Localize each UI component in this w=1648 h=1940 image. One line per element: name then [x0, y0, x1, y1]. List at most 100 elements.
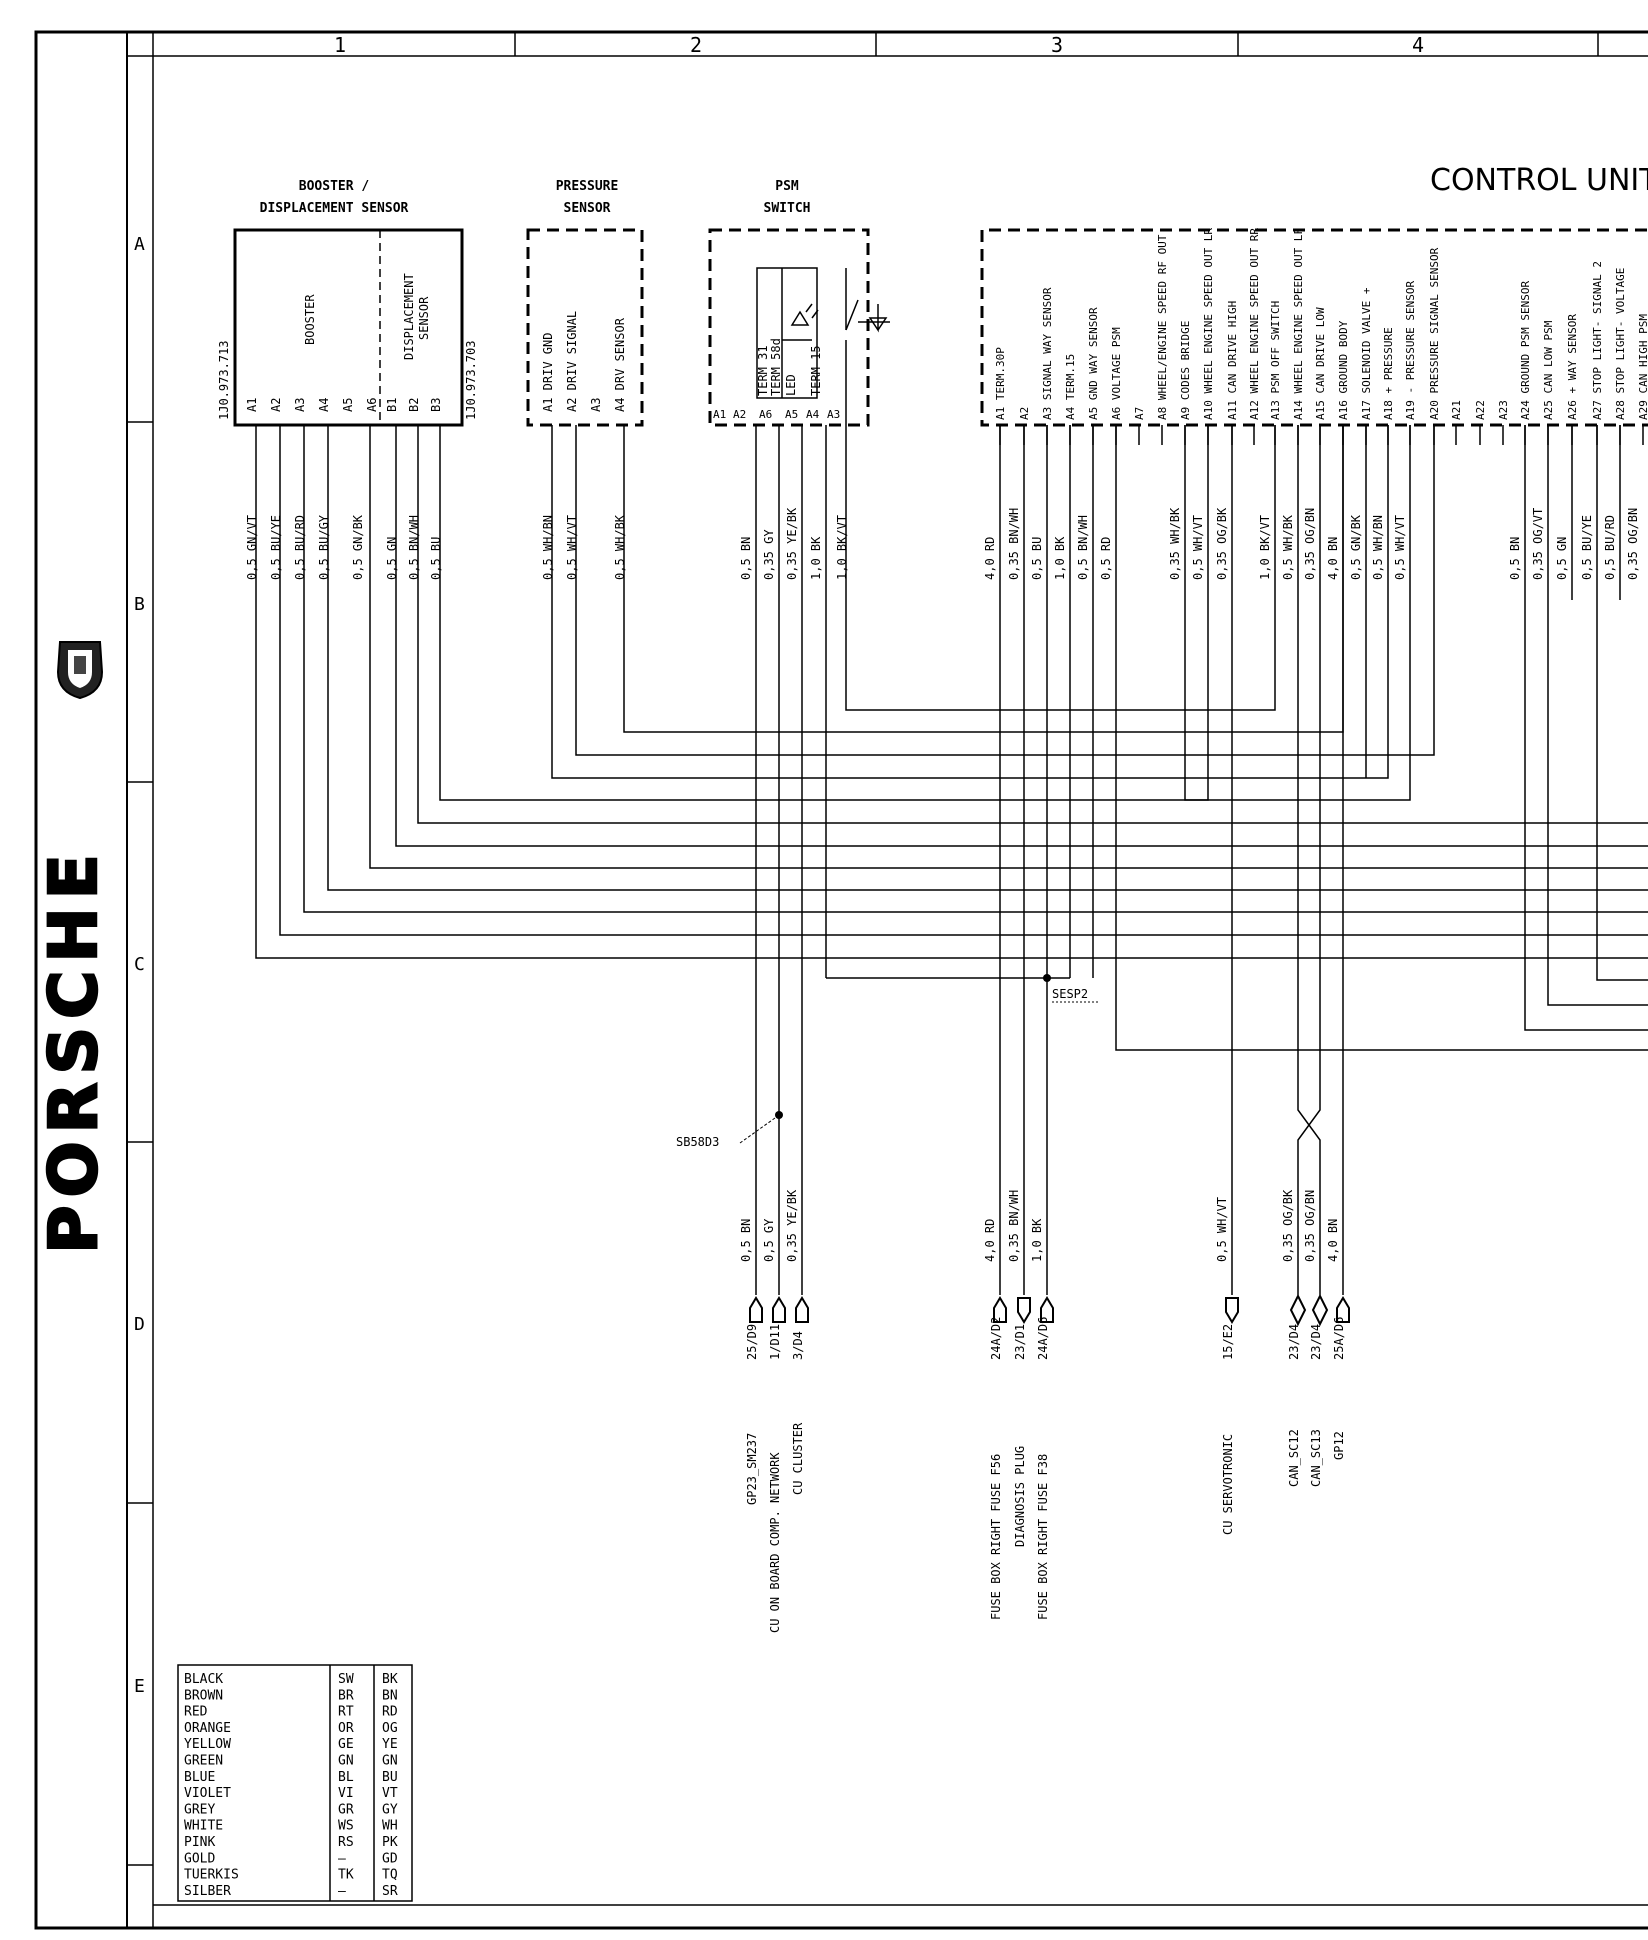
wire-label: 0,5 GN [1555, 537, 1569, 580]
column-label: 2 [690, 33, 702, 57]
legend-cell: RD [382, 1705, 398, 1720]
cu-pin-label: A26 + WAY SENSOR [1566, 314, 1579, 420]
pin-label: A1 [245, 398, 259, 412]
cu-pin-label: A8 WHEEL/ENGINE SPEED RF OUT [1156, 234, 1169, 420]
booster-inner-label: BOOSTER [303, 294, 317, 345]
wire-label: 0,5 BN/WH [407, 515, 421, 580]
wire-label: 4,0 RD [983, 1219, 997, 1262]
cu-pin-label: A4 TERM.15 [1064, 354, 1077, 420]
terminal-ref: 25/D9 [745, 1324, 759, 1360]
terminal-destination: CU ON BOARD COMP. NETWORK [768, 1452, 782, 1633]
wire-label: 0,35 BN/WH [1007, 1190, 1021, 1262]
wire-label: 0,5 BU [1030, 537, 1044, 580]
legend-cell: GE [338, 1737, 354, 1752]
wire-label: 0,5 BN [739, 1219, 753, 1262]
booster-title: DISPLACEMENT SENSOR [260, 201, 409, 216]
pin-label: A2 DRIV SIGNAL [565, 311, 579, 412]
legend-cell: PINK [184, 1835, 215, 1850]
cu-pin-label: A3 SIGNAL WAY SENSOR [1041, 287, 1054, 420]
wire-label: 0,5 GN/BK [1349, 514, 1363, 580]
cu-pin-label: A18 + PRESSURE [1382, 327, 1395, 420]
psm-switch-box [708, 228, 870, 427]
pin-label: A2 [733, 408, 746, 421]
cu-pin-label: A5 GND WAY SENSOR [1087, 307, 1100, 420]
pin-label: A2 [269, 398, 283, 412]
row-label: C [134, 954, 145, 975]
connector-terminal [795, 1296, 809, 1323]
outer-frame [34, 30, 1648, 1930]
wire-label: 0,5 BU [429, 537, 443, 580]
cu-pin-label: A2 [1018, 407, 1031, 420]
legend-cell: BU [382, 1770, 398, 1785]
legend-cell: VI [338, 1786, 354, 1801]
booster-inner-label: DISPLACEMENT [402, 273, 416, 360]
terminal-destination: FUSE BOX RIGHT FUSE F56 [989, 1454, 1003, 1620]
wire-label: 0,5 BU/RD [1603, 515, 1617, 580]
cu-pin-label: A21 [1450, 400, 1463, 420]
terminal-destination: CAN_SC13 [1309, 1429, 1323, 1487]
legend-cell: BL [338, 1770, 354, 1785]
connector-terminal [1225, 1297, 1239, 1324]
terminal-ref: 3/D4 [791, 1331, 805, 1360]
wire-label: 0,5 BU/GY [317, 514, 331, 580]
terminal-ref: 15/E2 [1221, 1324, 1235, 1360]
pin-label: A4 [317, 398, 331, 412]
column-label: 3 [1051, 33, 1063, 57]
legend-cell: TK [338, 1868, 354, 1883]
terminal-ref: 23/D4 [1309, 1324, 1323, 1360]
wire-label: 4,0 RD [983, 537, 997, 580]
booster-box [233, 228, 464, 427]
legend-cell: WS [338, 1819, 354, 1834]
pressure-sensor-box [526, 228, 644, 427]
wire-label: 0,5 BU/RD [293, 515, 307, 580]
row-label: B [134, 594, 145, 615]
pin-label: A4 DRV SENSOR [613, 317, 627, 412]
wire-label: 0,5 BU/YE [1580, 515, 1594, 580]
wire-label: 0,5 GN/BK [351, 514, 365, 580]
legend-cell: GOLD [184, 1851, 215, 1866]
legend-cell: YELLOW [184, 1737, 231, 1752]
terminal-ref: 24A/D6 [1036, 1317, 1050, 1360]
legend-cell: SW [338, 1672, 354, 1687]
splice-point [1043, 974, 1051, 982]
terminal-ref: 25A/D6 [1332, 1317, 1346, 1360]
legend-cell: GN [338, 1754, 354, 1769]
pressure-sensor-title: SENSOR [564, 201, 611, 216]
wire-label: 4,0 BN [1326, 537, 1340, 580]
cu-pin-label: A13 PSM OFF SWITCH [1269, 301, 1282, 420]
connector-terminal [749, 1296, 763, 1323]
booster-inner-label: SENSOR [417, 296, 431, 340]
booster-title: BOOSTER / [299, 179, 370, 194]
wire-label: 0,5 BN [739, 537, 753, 580]
legend-cell: YE [382, 1737, 398, 1752]
legend-cell: BK [382, 1672, 398, 1687]
wire-label: 0,5 WH/BK [1281, 514, 1295, 580]
wire-label: 0,5 GN/VT [245, 515, 259, 580]
cu-pin-label: A24 GROUND PSM SENSOR [1519, 281, 1532, 420]
pin-label: A3 [293, 398, 307, 412]
wire-label: 0,35 WH/BK [1168, 507, 1182, 580]
page-title: CONTROL UNIT [1430, 163, 1648, 198]
legend-cell: OG [382, 1721, 398, 1736]
booster-part-number: 1J0.973.713 [217, 341, 231, 420]
splice-point [775, 1111, 783, 1119]
psm-switch-title: PSM [775, 179, 799, 194]
connector-terminal [772, 1296, 786, 1323]
terminal-destination: DIAGNOSIS PLUG [1013, 1446, 1027, 1547]
legend-cell: VT [382, 1786, 398, 1801]
splice-label: SESP2 [1052, 987, 1088, 1001]
cu-pin-label: A17 SOLENOID VALVE + [1360, 287, 1373, 420]
wire-label: 0,35 OG/BN [1303, 508, 1317, 580]
legend-cell: SILBER [184, 1884, 231, 1899]
cu-pin-label: A11 CAN DRIVE HIGH [1226, 301, 1239, 420]
legend-cell: OR [338, 1721, 354, 1736]
led-icon [790, 303, 819, 326]
wire-label: 4,0 BN [1326, 1219, 1340, 1262]
wire-label: 0,5 WH/BN [541, 515, 555, 580]
porsche-crest-icon [56, 641, 104, 700]
terminal-ref: 23/D1 [1013, 1324, 1027, 1360]
terminal-destination: FUSE BOX RIGHT FUSE F38 [1036, 1454, 1050, 1620]
wire-label: 0,5 WH/BN [1371, 515, 1385, 580]
connector-terminal [1336, 1296, 1350, 1323]
legend-cell: GY [382, 1802, 398, 1817]
